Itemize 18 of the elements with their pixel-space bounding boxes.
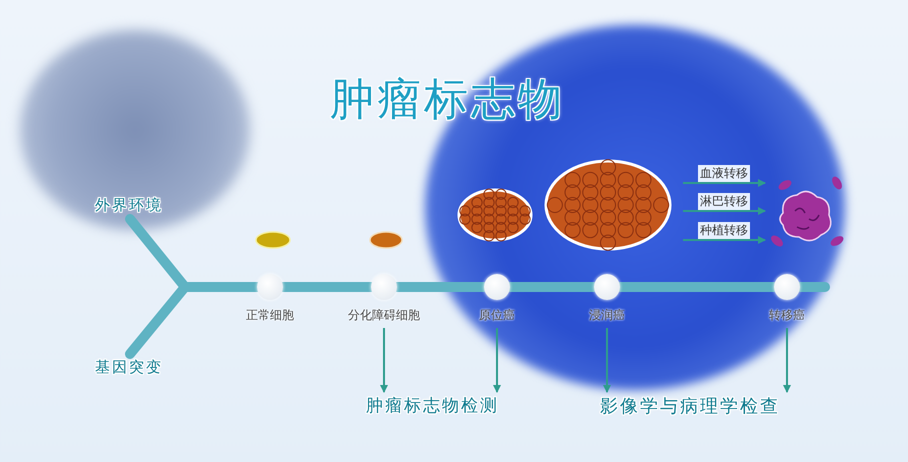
stage-label: 转移癌 (769, 307, 805, 324)
branch-label: 外界环境 (95, 196, 163, 215)
edge-label: 淋巴转移 (698, 193, 750, 210)
edge-label: 血液转移 (698, 165, 750, 182)
arrow (683, 236, 766, 244)
stage-label: 原位癌 (479, 307, 515, 324)
arrow (683, 207, 766, 215)
branch-label: 基因突变 (95, 358, 163, 377)
title: 肿瘤标志物 (330, 73, 565, 127)
stage-label: 浸润癌 (589, 307, 625, 324)
result-label: 影像学与病理学检查 (600, 394, 780, 418)
stage-dot (257, 274, 283, 300)
stage-dot (371, 274, 397, 300)
stage-label: 分化障碍细胞 (348, 307, 420, 324)
result-label: 肿瘤标志物检测 (366, 394, 499, 417)
stage-label: 正常细胞 (246, 307, 294, 324)
arrow (683, 179, 766, 187)
edge-label: 种植转移 (698, 222, 750, 239)
